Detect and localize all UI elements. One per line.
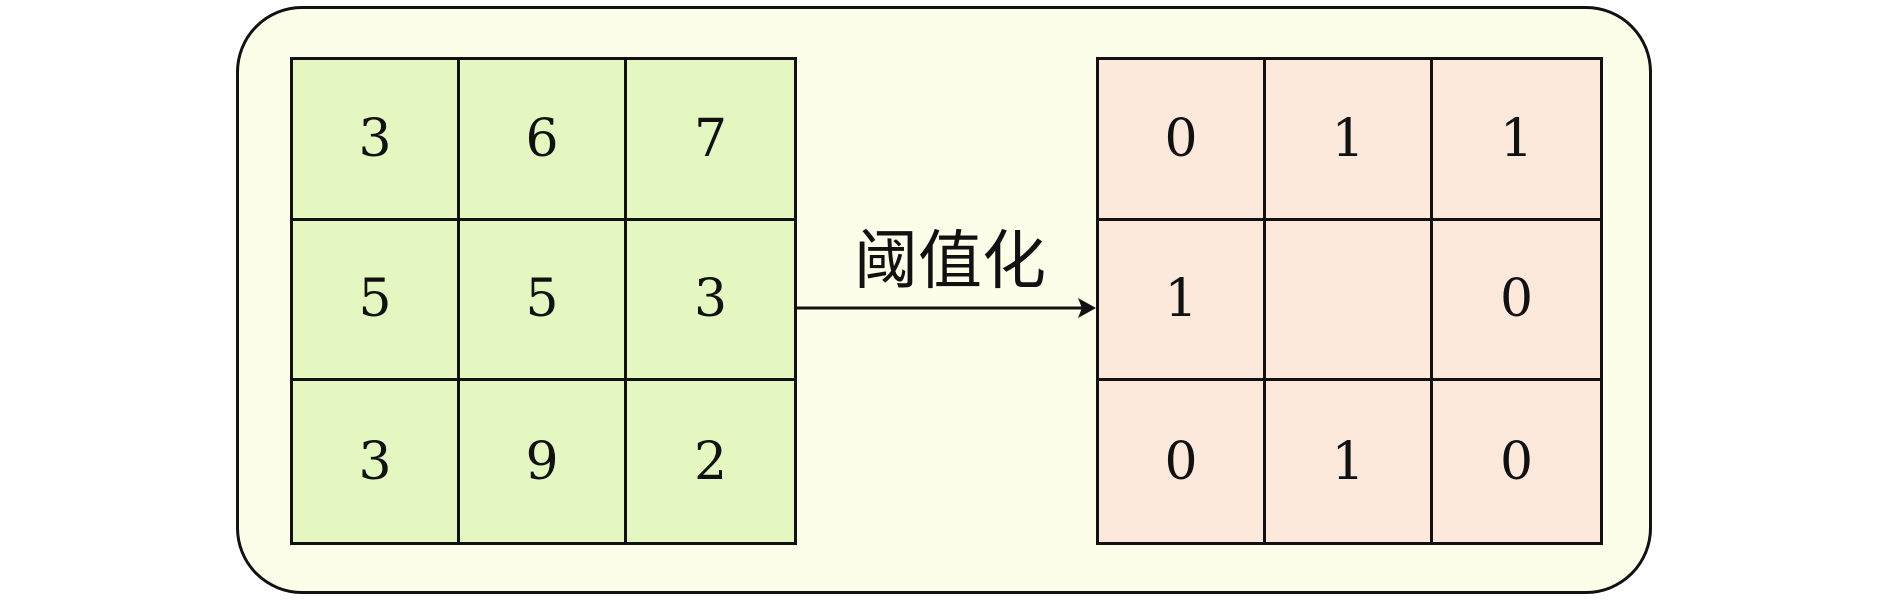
output-cell-r1-c3: 1 (1433, 60, 1600, 221)
output-cell-r1-c1: 0 (1099, 60, 1266, 221)
input-cell-r1-c2: 6 (460, 60, 627, 221)
input-cell-r3-c1: 3 (293, 381, 460, 542)
input-cell-r1-c1: 3 (293, 60, 460, 221)
input-cell-r2-c3: 3 (627, 221, 794, 382)
input-cell-r3-c2: 9 (460, 381, 627, 542)
output-cell-r3-c2: 1 (1266, 381, 1433, 542)
input-cell-r2-c2: 5 (460, 220, 627, 382)
output-cell-r2-c2 (1266, 220, 1433, 382)
output-cell-r2-c3: 0 (1433, 221, 1600, 382)
input-cell-r1-c3: 7 (627, 60, 794, 221)
input-cell-r2-c1: 5 (293, 220, 460, 382)
output-cell-r2-c1: 1 (1099, 220, 1266, 382)
output-cell-r3-c3: 0 (1499, 431, 1534, 492)
output-cell-r1-c2: 1 (1266, 60, 1433, 221)
output-cell-r3-c1: 0 (1099, 381, 1266, 542)
arrow-label: 阈值化 (854, 225, 1046, 299)
input-cell-r3-c3: 2 (693, 431, 728, 492)
